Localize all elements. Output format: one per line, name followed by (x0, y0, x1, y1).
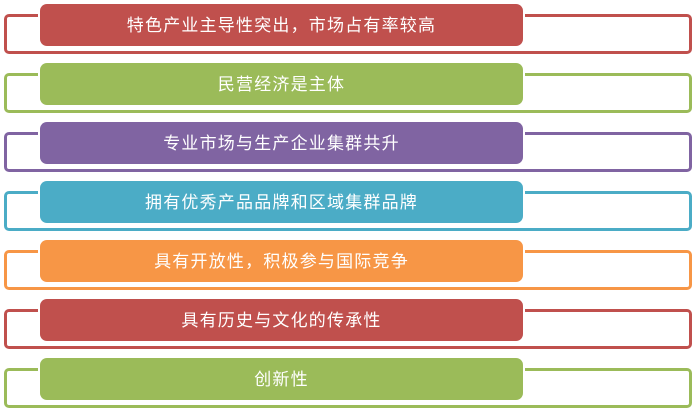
row-pill[interactable]: 专业市场与生产企业集群共升 (40, 122, 523, 164)
row-label: 具有历史与文化的传承性 (181, 310, 382, 330)
diagram-row: 专业市场与生产企业集群共升 (0, 118, 700, 177)
diagram-row: 民营经济是主体 (0, 59, 700, 118)
row-pill[interactable]: 具有开放性，积极参与国际竞争 (40, 240, 523, 282)
diagram-row: 具有开放性，积极参与国际竞争 (0, 236, 700, 295)
row-label: 民营经济是主体 (217, 74, 346, 94)
row-label: 创新性 (254, 369, 309, 389)
row-label: 具有开放性，积极参与国际竞争 (154, 251, 409, 271)
row-pill[interactable]: 拥有优秀产品品牌和区域集群品牌 (40, 181, 523, 223)
row-label: 特色产业主导性突出，市场占有率较高 (126, 15, 437, 35)
row-label: 专业市场与生产企业集群共升 (163, 133, 400, 153)
diagram-row: 创新性 (0, 354, 700, 413)
diagram-row: 拥有优秀产品品牌和区域集群品牌 (0, 177, 700, 236)
row-pill[interactable]: 特色产业主导性突出，市场占有率较高 (40, 4, 523, 46)
row-label: 拥有优秀产品品牌和区域集群品牌 (145, 192, 418, 212)
row-pill[interactable]: 创新性 (40, 358, 523, 400)
diagram-row: 具有历史与文化的传承性 (0, 295, 700, 354)
diagram-row: 特色产业主导性突出，市场占有率较高 (0, 0, 700, 59)
row-pill[interactable]: 民营经济是主体 (40, 63, 523, 105)
row-pill[interactable]: 具有历史与文化的传承性 (40, 299, 523, 341)
